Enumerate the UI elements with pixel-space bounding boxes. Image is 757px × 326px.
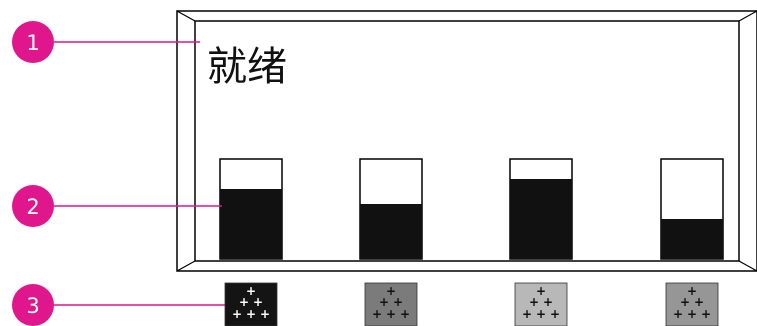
plus-mark-icon: + [694, 295, 704, 309]
callout-number: 1 [26, 31, 39, 55]
callout-3: 3 [12, 284, 54, 326]
toner-cartridge-icon: ++++++ [665, 282, 719, 326]
plus-mark-icon: + [260, 307, 270, 321]
callout-circle [12, 21, 54, 63]
callout-1: 1 [12, 21, 54, 63]
callout-circle [12, 284, 54, 326]
toner-cartridge-icon: ++++++ [224, 282, 278, 326]
leader-lines [54, 41, 230, 306]
supply-gauge-1 [219, 158, 283, 260]
plus-mark-icon: + [246, 307, 256, 321]
bevel-line-bottom-right [738, 260, 757, 272]
plus-mark-icon: + [536, 284, 546, 298]
supply-icons: ++++++++++++++++++++++++ [224, 282, 719, 326]
plus-mark-icon: + [239, 295, 249, 309]
plus-mark-icon: + [536, 307, 546, 321]
gauge-fill [510, 179, 572, 259]
status-message: 就绪 [207, 44, 287, 90]
callout-number: 2 [26, 195, 39, 219]
plus-mark-icon: + [246, 284, 256, 298]
callout-number: 3 [26, 294, 39, 318]
display-inner-frame [194, 20, 740, 262]
cartridge-body [665, 282, 719, 326]
plus-mark-icon: + [386, 284, 396, 298]
bevel-line-bottom-left [176, 260, 196, 272]
plus-mark-icon: + [379, 295, 389, 309]
plus-mark-icon: + [393, 295, 403, 309]
plus-mark-icon: + [529, 295, 539, 309]
plus-mark-icon: + [522, 307, 532, 321]
gauge-fill [661, 219, 723, 259]
plus-mark-icon: + [372, 307, 382, 321]
plus-mark-icon: + [386, 307, 396, 321]
supply-gauge-4 [660, 158, 724, 260]
callout-circle [12, 185, 54, 227]
supply-gauges [219, 158, 724, 260]
bevel-line-top-right [738, 10, 757, 22]
plus-mark-icon: + [687, 284, 697, 298]
callout-2: 2 [12, 185, 54, 227]
plus-mark-icon: + [400, 307, 410, 321]
plus-mark-icon: + [543, 295, 553, 309]
gauge-fill [360, 204, 422, 259]
toner-cartridge-icon: ++++++ [364, 282, 418, 326]
gauge-fill [220, 189, 282, 259]
plus-mark-icon: + [680, 295, 690, 309]
plus-mark-icon: + [550, 307, 560, 321]
display-panel: 就绪 [176, 10, 757, 272]
callout-markers: 1 2 3 [12, 21, 54, 326]
plus-mark-icon: + [232, 307, 242, 321]
cartridge-body [364, 282, 418, 326]
cartridge-body [514, 282, 568, 326]
plus-mark-icon: + [673, 307, 683, 321]
supply-gauge-2 [359, 158, 423, 260]
supply-gauge-3 [509, 158, 573, 260]
plus-mark-icon: + [687, 307, 697, 321]
plus-mark-icon: + [253, 295, 263, 309]
plus-mark-icon: + [701, 307, 711, 321]
cartridge-body [224, 282, 278, 326]
bevel-line-top-left [176, 10, 196, 22]
toner-cartridge-icon: ++++++ [514, 282, 568, 326]
